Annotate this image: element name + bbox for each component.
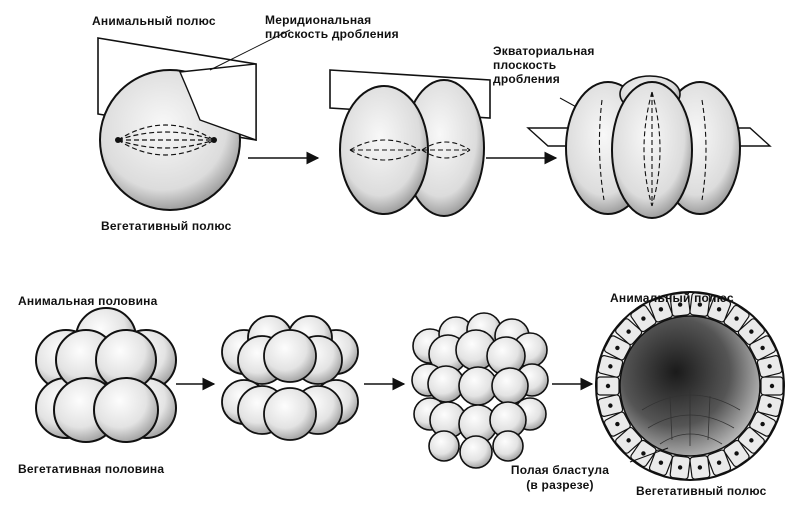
spindles-stage-3 [598,91,707,207]
cell-nucleus [608,403,613,408]
label-meridional-line2: плоскость дробления [265,27,399,41]
cell-nucleus [697,465,703,470]
thirtytwo-cell-stage [411,312,549,469]
cell-nucleus [608,364,613,369]
cell-nucleus [677,465,683,470]
cell-nucleus [734,451,739,456]
cell-nucleus [697,302,703,307]
meridional-pointer-line [209,29,291,71]
cell-nucleus [677,302,683,307]
cell-nucleus [767,364,772,369]
cell-nucleus [626,329,631,334]
cell-nucleus [605,383,611,389]
two-cell-stage [329,69,491,217]
cell-nucleus [716,307,722,312]
cell-nucleus [641,316,646,321]
cell-nucleus [760,421,765,427]
label-animal-pole-bottom: Анимальный полюс [610,291,734,305]
spindles-stage-2 [349,139,471,161]
label-equatorial-line3: дробления [493,72,560,86]
cell-nucleus [615,345,620,351]
eight-cell-stage [35,307,177,443]
mitotic-spindle [117,124,215,156]
cell-nucleus [749,438,754,443]
label-vegetative-half: Вегетативная половина [18,462,165,476]
label-vegetative-pole-bottom: Вегетативный полюс [636,484,767,498]
cell-nucleus [658,460,664,465]
hollow-blastula [595,291,785,481]
zygote-stage-1 [97,37,257,211]
sixteen-cell-stage [221,315,359,441]
label-animal-half: Анимальная половина [18,294,158,308]
label-vegetative-pole-top: Вегетативный полюс [101,219,232,233]
cell-nucleus [716,460,722,465]
label-blastula-line1: Полая бластула [510,463,610,477]
blastula-pointer-line [629,447,669,463]
vegetative-inner-cells [641,388,741,446]
cell-nucleus [734,316,739,321]
cell-nucleus [658,307,664,312]
centrosome-left [115,137,121,143]
cell-nucleus [760,345,765,351]
meridional-plane-front [178,63,257,141]
blastula-wall-cells [596,292,784,480]
label-equatorial-line2: плоскость [493,58,557,72]
centrosome-right [211,137,217,143]
blastocoel-cavity [619,315,761,457]
label-blastula-line2: (в разрезе) [526,478,594,492]
cell-nucleus [749,329,754,334]
cell-nucleus [615,421,620,427]
label-equatorial-line1: Экваториальная [493,44,595,58]
four-cell-stage [526,75,772,219]
cell-nucleus [626,438,631,443]
cell-nucleus [769,383,775,389]
label-animal-pole-top: Анимальный полюс [92,14,216,28]
cell-nucleus [767,403,772,408]
label-meridional-line1: Меридиональная [265,13,372,27]
cell-nucleus [641,451,646,456]
